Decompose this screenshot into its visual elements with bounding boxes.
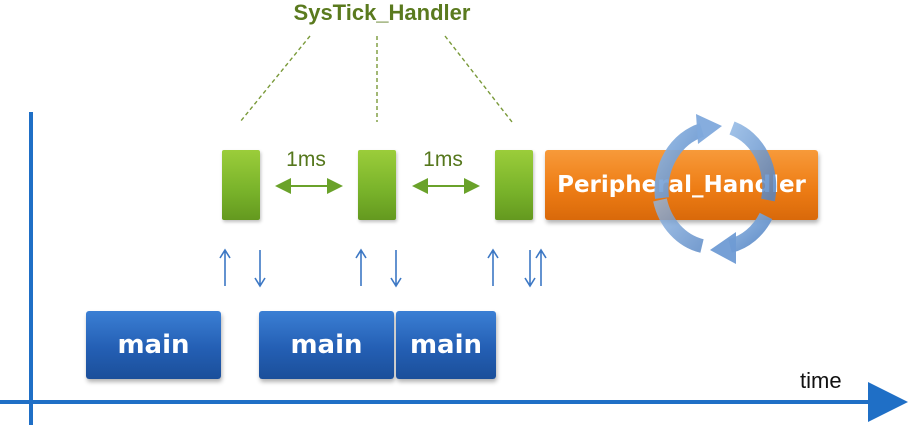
systick-title: SysTick_Handler	[293, 0, 471, 25]
down-arrow-1	[254, 250, 266, 288]
loop-arrows-icon	[653, 114, 777, 264]
main-label-2: main	[290, 330, 363, 360]
interval-label-1: 1ms	[286, 148, 326, 171]
main-box-1: main	[86, 311, 221, 379]
systick-block-1	[222, 150, 260, 220]
time-axis-label: time	[800, 368, 842, 393]
systick-block-2	[358, 150, 396, 220]
systick-block-3	[495, 150, 533, 220]
main-box-2: main	[259, 311, 394, 379]
main-box-3: main	[396, 311, 496, 379]
loop-arc-right	[729, 121, 777, 202]
loop-arc-top	[654, 123, 705, 199]
up-arrow-4	[535, 248, 547, 286]
leader-line-3	[444, 35, 513, 123]
down-arrow-2	[390, 250, 402, 288]
loop-arrowhead-bottom	[710, 232, 736, 264]
up-arrow-1	[219, 248, 231, 286]
up-arrow-2	[355, 248, 367, 286]
loop-arc-left	[653, 198, 704, 253]
up-arrow-3	[487, 248, 499, 286]
main-label-3: main	[409, 330, 483, 360]
down-arrow-3	[524, 250, 536, 288]
leader-line-1	[239, 35, 311, 123]
main-label-1: main	[117, 330, 190, 360]
interval-label-2: 1ms	[423, 148, 463, 171]
loop-arrowhead-top	[696, 114, 722, 144]
switch-arrows	[219, 248, 547, 288]
